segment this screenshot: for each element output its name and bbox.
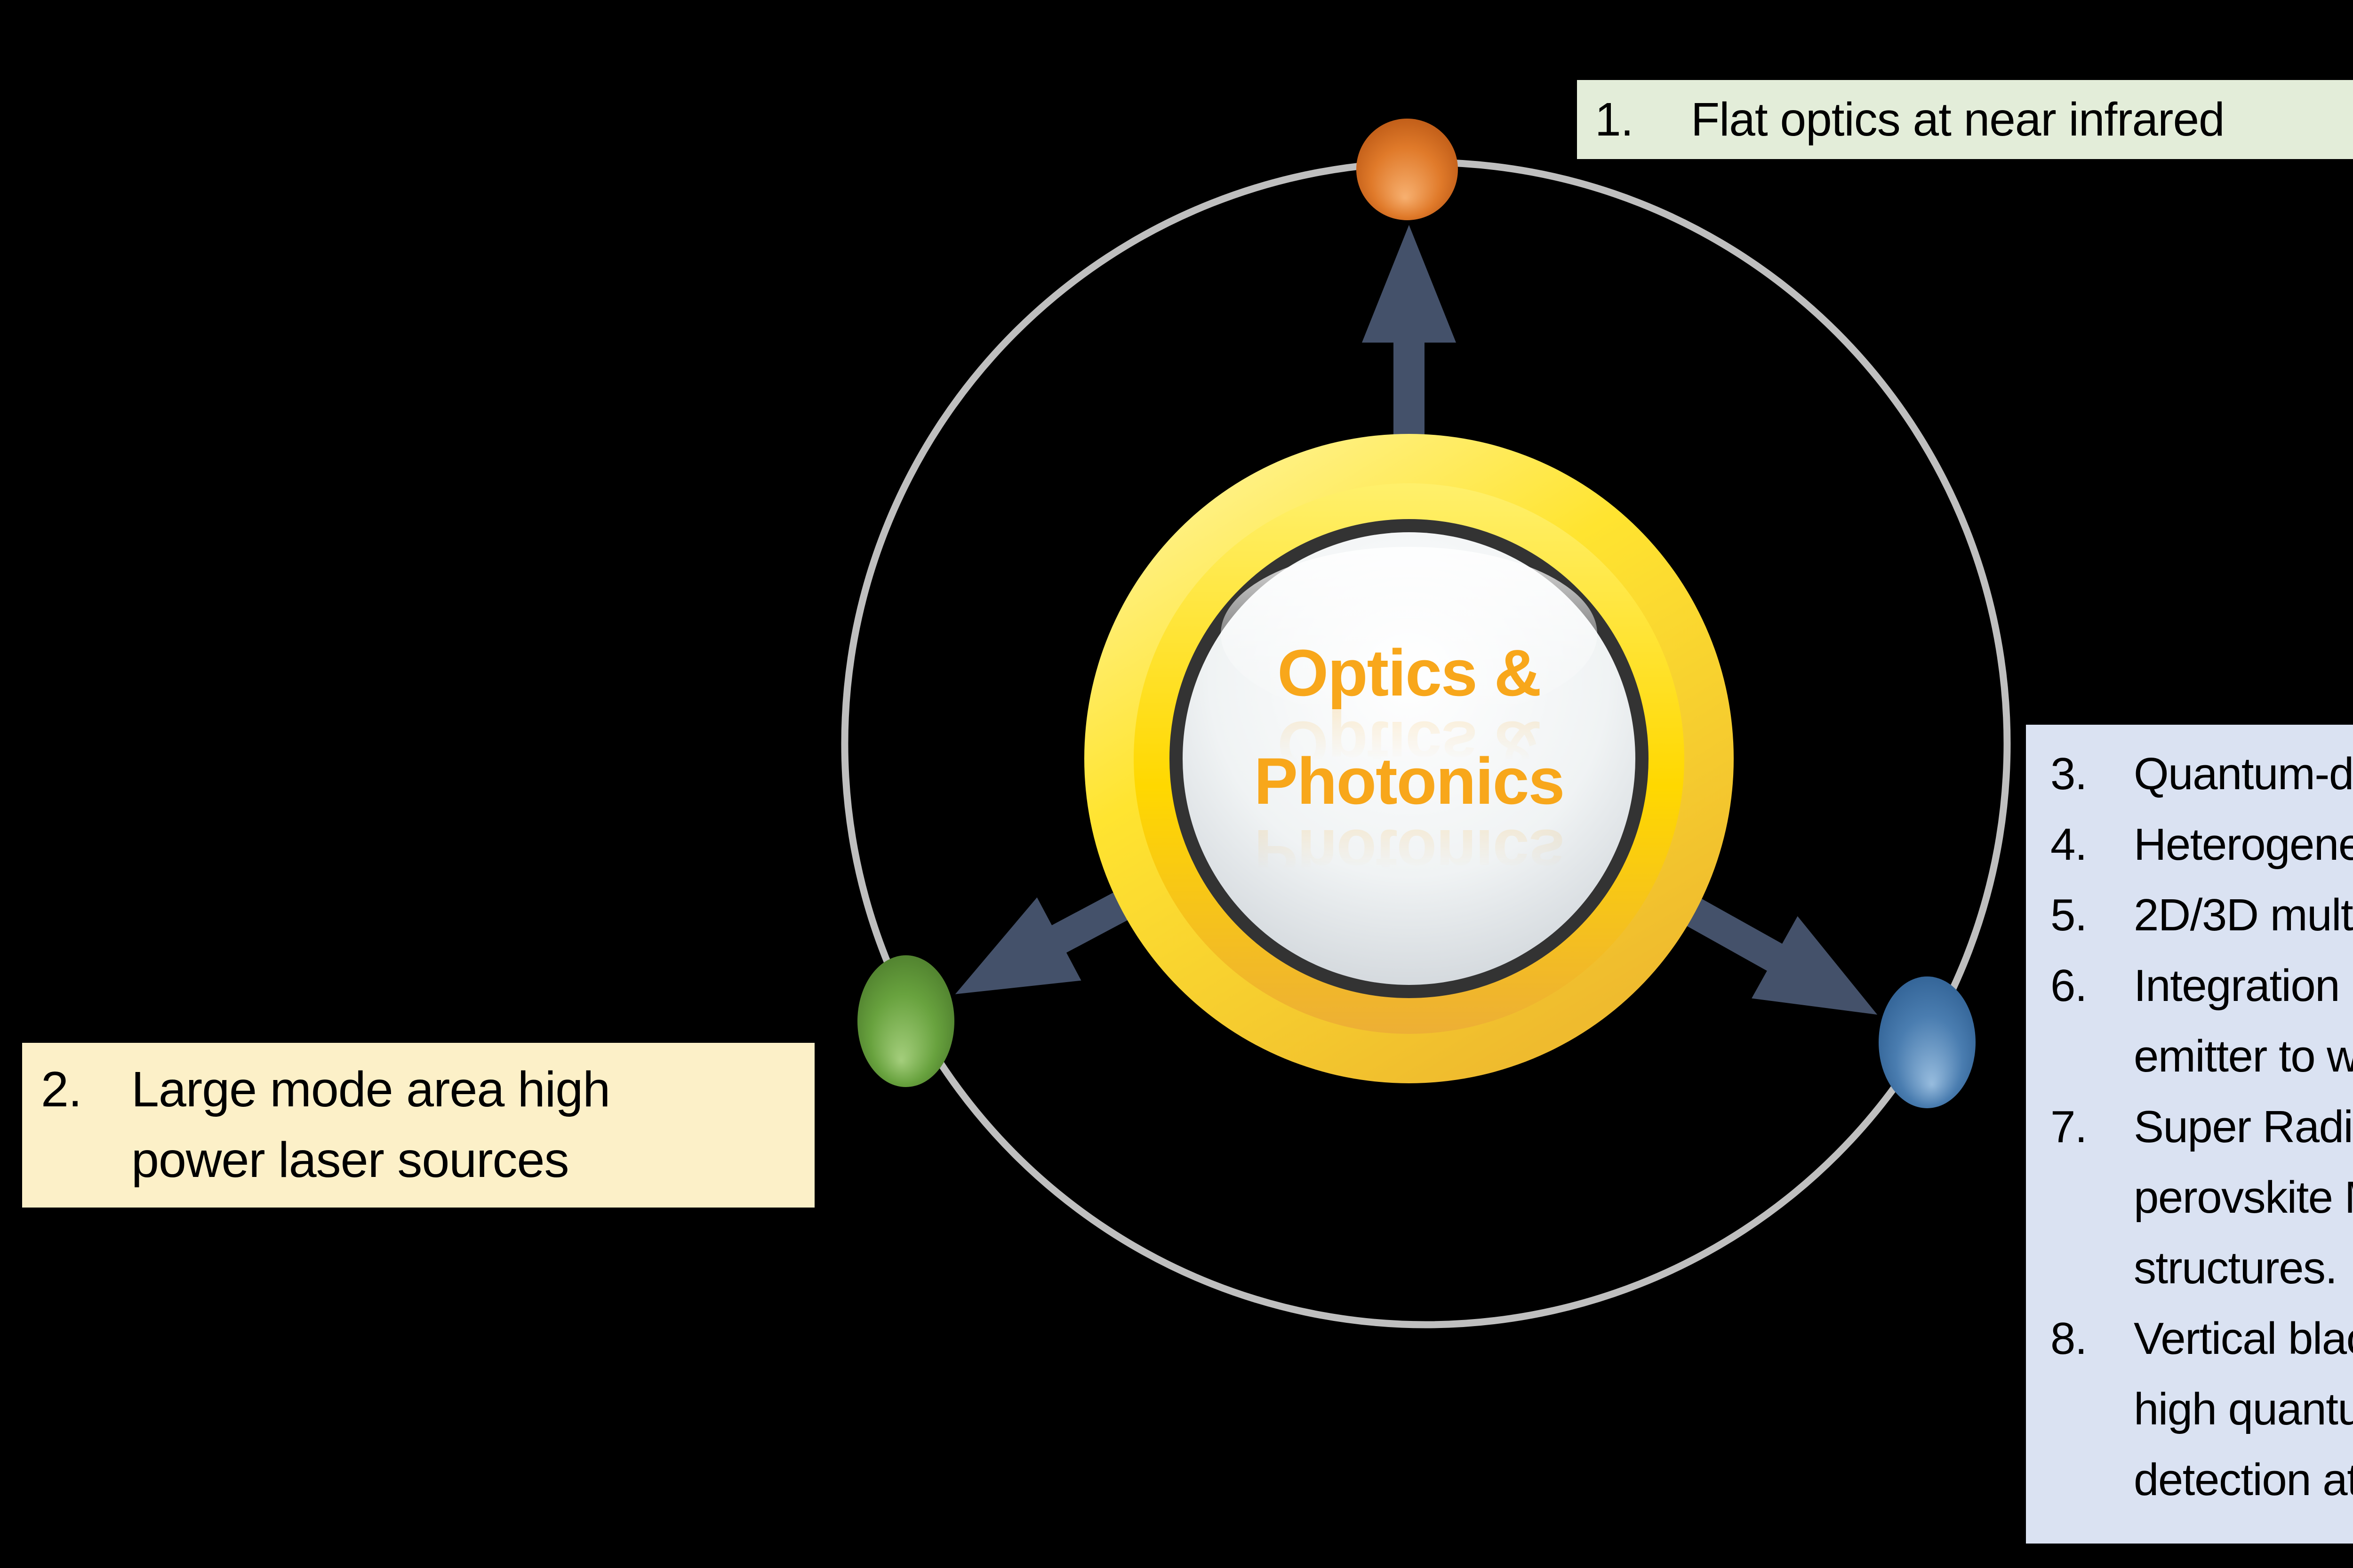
badge-title: Optics & Optics & Photonics Photonics xyxy=(1080,619,1738,890)
list-item: 2. Large mode area high power laser sour… xyxy=(41,1054,805,1195)
label-box-flat-optics: 1. Flat optics at near infrared xyxy=(1577,80,2353,159)
item-number: 5. xyxy=(2050,890,2088,940)
item-number: 1. xyxy=(1595,93,1633,146)
center-badge xyxy=(1084,434,1734,1083)
list-item: 6. Integration of electrically-driven Si… xyxy=(2050,951,2353,1092)
badge-title-line2: Photonics Photonics xyxy=(1080,727,1738,890)
badge-title-line1-text: Optics & xyxy=(1277,636,1542,710)
list-item: 3. Quantum-dot single photon source xyxy=(2050,739,2353,809)
item-text: Integration of electrically-driven Singl… xyxy=(2134,960,2353,1081)
badge-title-line2-text: Photonics xyxy=(1254,744,1565,818)
node-flat-optics-dot xyxy=(1356,119,1458,220)
badge-gloss-highlight xyxy=(1221,547,1597,721)
item-number: 6. xyxy=(2050,960,2088,1011)
item-text: Large mode area high power laser sources xyxy=(131,1062,610,1188)
item-text: 2D/3D multilayer excitonic metasurfaces xyxy=(2134,890,2353,940)
item-text: Quantum-dot single photon source xyxy=(2134,749,2353,799)
item-number: 7. xyxy=(2050,1102,2088,1152)
list-item: 4. Heterogeneous nanostructures xyxy=(2050,809,2353,880)
list-item: 1. Flat optics at near infrared xyxy=(1595,80,2353,159)
list-item: 7. Super Radiance enhancement of 2D pero… xyxy=(2050,1092,2353,1304)
item-number: 4. xyxy=(2050,819,2088,870)
item-number: 8. xyxy=(2050,1313,2088,1364)
list-item: 8. Vertical black phosphorus photodiodes… xyxy=(2050,1304,2353,1515)
item-text: Flat optics at near infrared xyxy=(1691,93,2225,146)
node-photonics-list-dot xyxy=(1879,976,1976,1108)
item-text: Heterogeneous nanostructures xyxy=(2134,819,2353,870)
label-box-laser: 2. Large mode area high power laser sour… xyxy=(22,1043,815,1208)
list-item: 5. 2D/3D multilayer excitonic metasurfac… xyxy=(2050,880,2353,951)
item-number: 2. xyxy=(41,1062,82,1117)
item-text: Super Radiance enhancement of 2D perovsk… xyxy=(2134,1102,2353,1293)
node-laser-dot xyxy=(857,955,954,1087)
item-number: 3. xyxy=(2050,749,2088,799)
arrow-up xyxy=(1362,225,1456,612)
item-text: Vertical black phosphorus photodiodes wi… xyxy=(2134,1313,2353,1505)
label-box-photonics-list: 3. Quantum-dot single photon source 4. H… xyxy=(2026,725,2353,1544)
badge-title-line1: Optics & Optics & xyxy=(1080,619,1738,782)
